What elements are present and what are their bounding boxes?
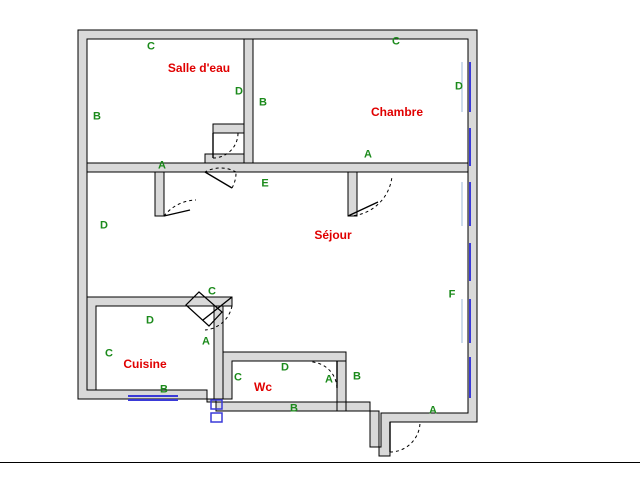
plumbing-fixture: [210, 399, 223, 423]
opening-label: D: [235, 85, 243, 98]
opening-label: E: [261, 177, 269, 190]
opening-label: A: [202, 335, 210, 348]
opening-label: B: [353, 370, 361, 383]
room-label: Salle d'eau: [167, 61, 231, 75]
opening-label: A: [429, 404, 437, 417]
opening-label: C: [392, 35, 400, 48]
door-swings: [163, 132, 421, 453]
bottom-divider: [0, 462, 640, 463]
opening-label: C: [208, 285, 216, 298]
opening-label: B: [259, 96, 267, 109]
opening-label: C: [147, 40, 155, 53]
opening-label: A: [158, 159, 166, 172]
walls-layer: [77, 29, 478, 457]
opening-label: D: [455, 80, 463, 93]
room-label: Cuisine: [123, 357, 167, 371]
room-label: Wc: [254, 380, 272, 394]
opening-label: D: [281, 361, 289, 374]
opening-label: C: [105, 347, 113, 360]
opening-label: B: [160, 383, 168, 396]
opening-label: D: [146, 314, 154, 327]
room-label: Chambre: [370, 105, 424, 119]
opening-label: C: [234, 371, 242, 384]
opening-label: B: [290, 402, 298, 415]
opening-label: B: [93, 110, 101, 123]
opening-label: F: [448, 288, 456, 301]
opening-label: A: [364, 148, 372, 161]
opening-label: D: [100, 219, 108, 232]
room-label: Séjour: [314, 228, 352, 242]
opening-label: A: [325, 373, 333, 386]
window-markings: [128, 62, 471, 401]
